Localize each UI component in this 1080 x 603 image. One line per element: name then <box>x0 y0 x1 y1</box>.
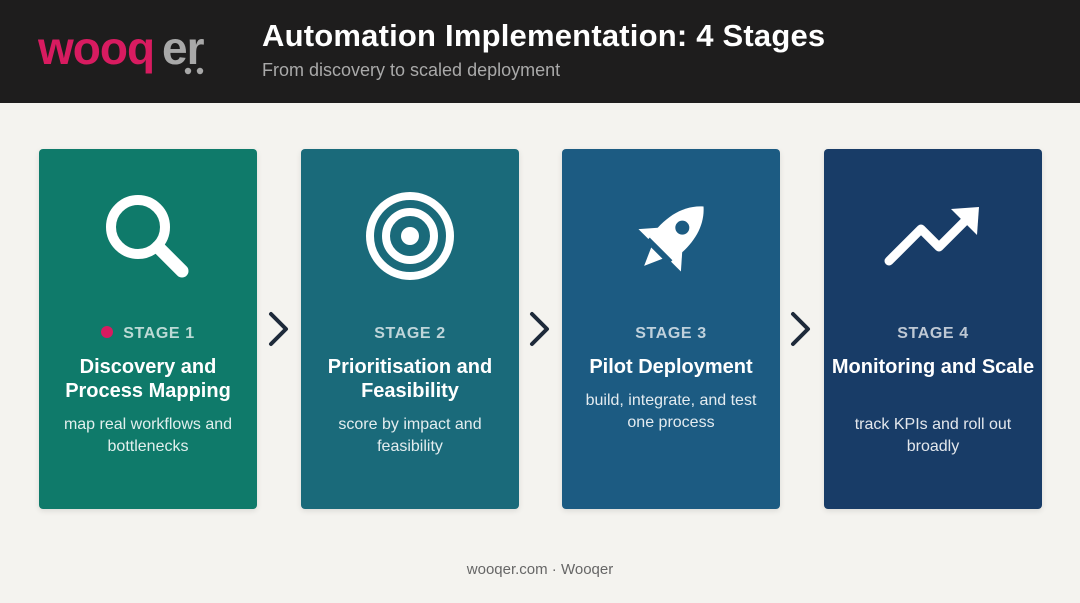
stage-title: Prioritisation and Feasibility <box>327 356 493 402</box>
rocket-icon <box>638 206 704 272</box>
target-icon <box>366 192 454 280</box>
stage-label: STAGE 3 <box>635 325 707 342</box>
trend-up-icon <box>884 207 979 266</box>
active-stage-dot <box>101 326 114 338</box>
chevron-right-icon <box>530 312 549 346</box>
magnifier-icon <box>106 195 189 278</box>
stage-description: score by impact and feasibility <box>338 416 482 455</box>
svg-text:er: er <box>162 22 205 74</box>
header-bar: wooq er Automation Implementation: 4 Sta… <box>0 0 1080 103</box>
svg-text:wooq: wooq <box>38 22 154 74</box>
chevron-right-icon <box>791 312 810 346</box>
footer-text: wooqer.com · Wooqer <box>466 561 614 578</box>
stage-card-2: STAGE 2 Prioritisation and Feasibility s… <box>301 149 519 509</box>
chevron-right-icon <box>269 312 288 346</box>
stage-card-3: STAGE 3 Pilot Deployment build, integrat… <box>562 149 780 509</box>
page-title: Automation Implementation: 4 Stages <box>262 18 826 53</box>
stage-title: Pilot Deployment <box>589 356 753 378</box>
stage-description: map real workflows and bottlenecks <box>63 416 233 455</box>
stage-card-1: STAGE 1 Discovery and Process Mapping ma… <box>39 149 257 509</box>
stage-label: STAGE 1 <box>39 325 257 343</box>
page-subtitle: From discovery to scaled deployment <box>262 60 561 80</box>
stage-card-4: STAGE 4 Monitoring and Scale track KPIs … <box>824 149 1042 509</box>
stage-description: build, integrate, and test one process <box>585 392 757 431</box>
stage-label: STAGE 2 <box>374 325 446 342</box>
stage-title: Monitoring and Scale <box>831 356 1035 378</box>
wooqer-logo: wooq er <box>38 22 206 75</box>
stage-title: Discovery and Process Mapping <box>65 356 231 402</box>
stage-label: STAGE 4 <box>897 325 969 342</box>
stage-description: track KPIs and roll out broadly <box>854 416 1012 455</box>
